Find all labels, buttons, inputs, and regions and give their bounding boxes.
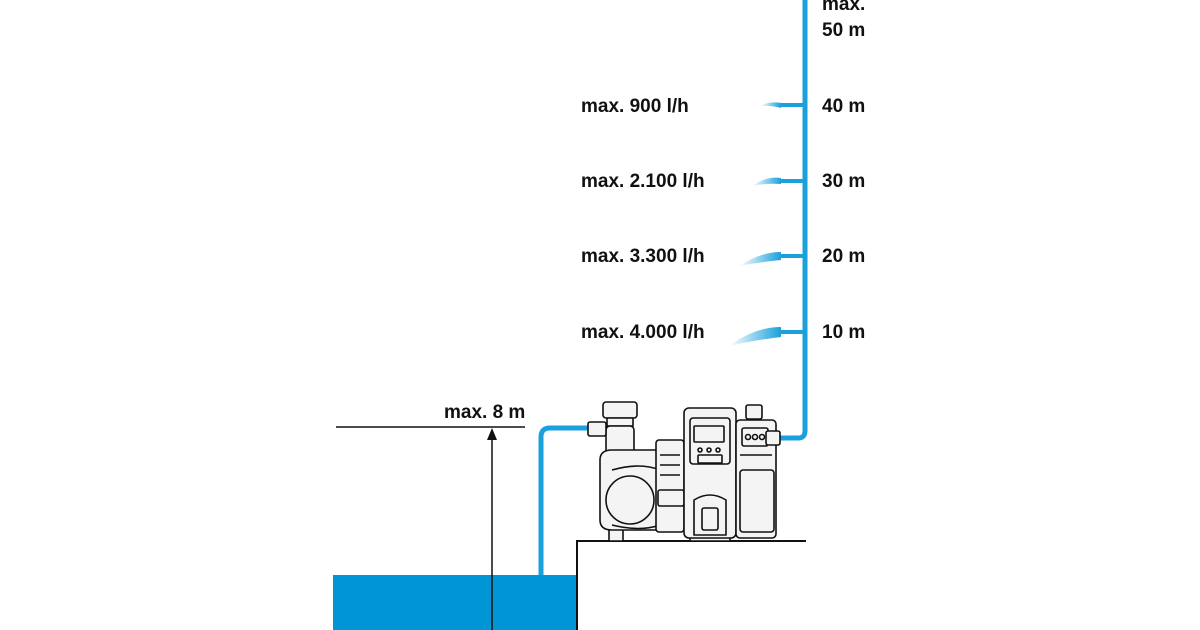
- outlet-20m: [739, 252, 805, 266]
- flow-label-20m: max. 3.300 l/h: [581, 246, 705, 267]
- flow-label-30m: max. 2.100 l/h: [581, 171, 705, 192]
- outlet-40m: [760, 102, 805, 108]
- water-reservoir: [333, 575, 577, 630]
- suction-arrow-head: [487, 428, 497, 440]
- outlet-30m: [752, 177, 805, 186]
- flow-label-10m: max. 4.000 l/h: [581, 322, 705, 343]
- ground-platform: [576, 540, 806, 630]
- suction-pipe: [538, 425, 588, 575]
- height-label-10m: 10 m: [822, 322, 866, 343]
- suction-height-label: max. 8 m: [444, 402, 526, 423]
- garden-pump-icon: [587, 401, 781, 542]
- height-label-30m: 30 m: [822, 171, 866, 192]
- height-label-40m: 40 m: [822, 96, 866, 117]
- max-height-label-line1: max.: [822, 0, 866, 15]
- max-height-label-line2: 50 m: [822, 20, 866, 41]
- flow-label-40m: max. 900 l/h: [581, 96, 689, 117]
- delivery-pipe: [780, 0, 808, 441]
- height-label-20m: 20 m: [822, 246, 866, 267]
- outlet-10m: [729, 327, 805, 346]
